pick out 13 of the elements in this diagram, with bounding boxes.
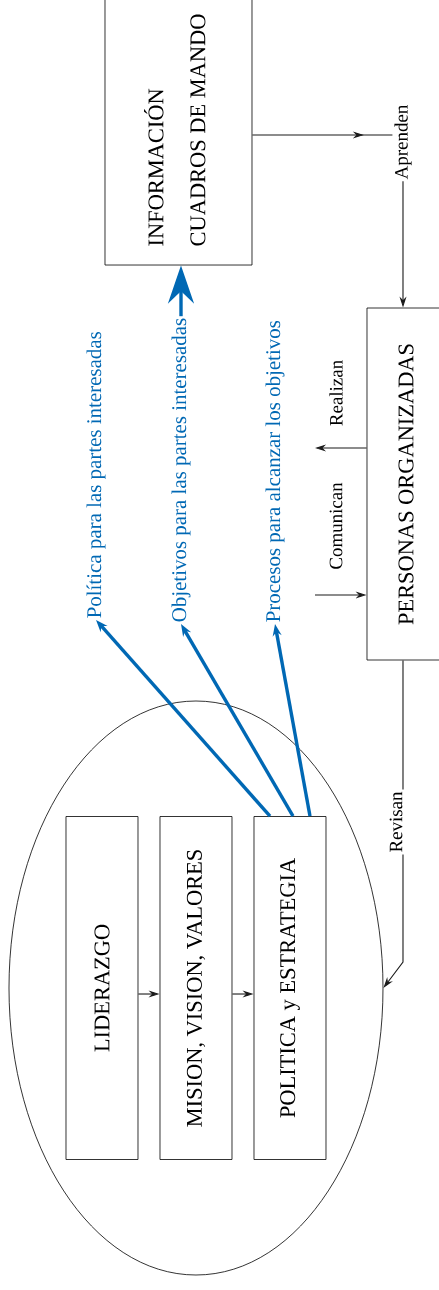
text-box: MISION, VISION, VALORES (159, 816, 233, 1160)
text-box: PERSONAS ORGANIZADAS (366, 307, 439, 661)
text-box: POLITICA y ESTRATEGIA (253, 816, 327, 1160)
edge-label: Comunican (327, 480, 345, 572)
annotation-text: Objetivos para las partes interesadas (171, 318, 191, 622)
text-box: INFORMACIÓN CUADROS DE MANDO (104, 0, 253, 266)
annotation-text: Procesos para alcanzar los objetivos (265, 320, 285, 622)
annotation-text: Política para las partes interesadas (86, 332, 106, 618)
edge-label: Aprenden (392, 102, 414, 182)
edge-label: Realizan (327, 357, 345, 429)
edge-label: Revisan (387, 789, 405, 855)
oval-outline (8, 700, 384, 1276)
text-box: LIDERAZGO (65, 816, 139, 1160)
